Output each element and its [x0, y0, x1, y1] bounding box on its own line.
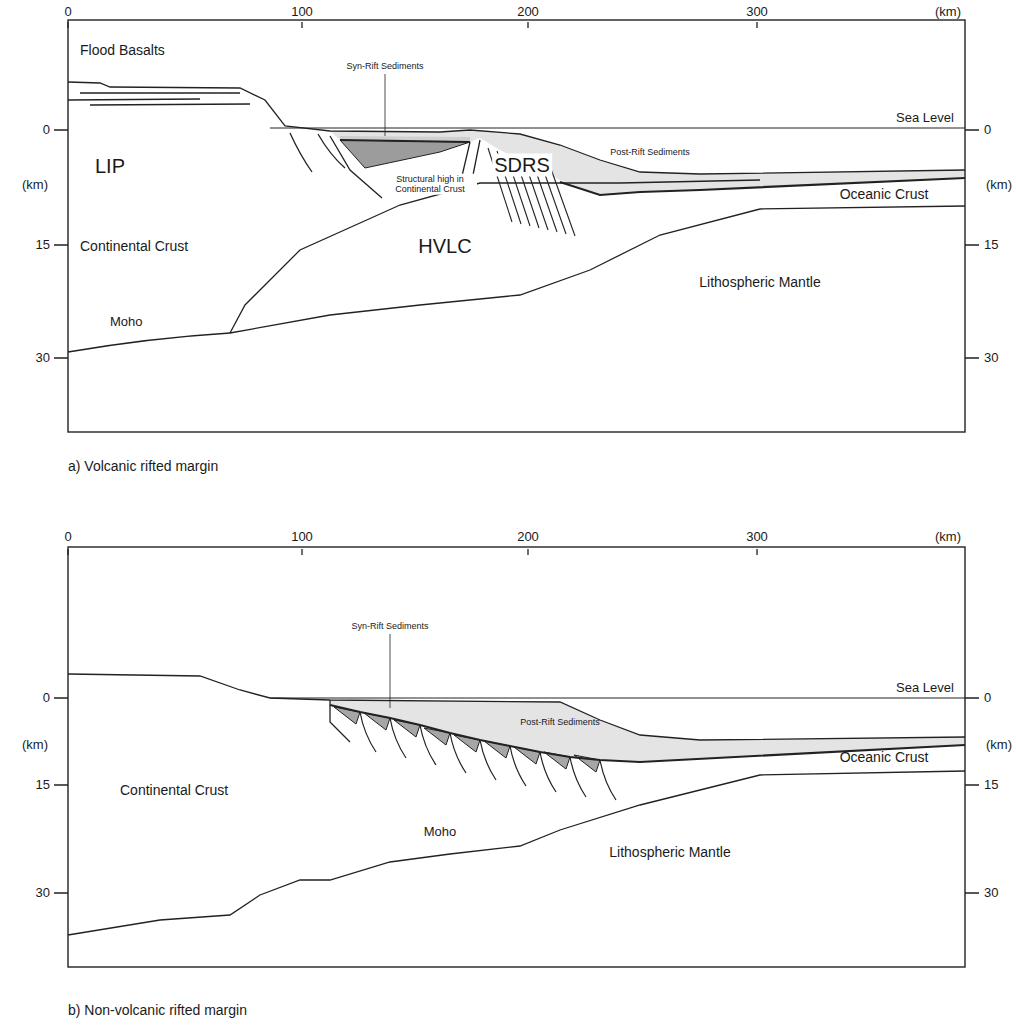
- axis-number: 30: [984, 351, 998, 366]
- region-label: HVLC: [418, 235, 471, 258]
- region-label: Syn-Rift Sediments: [351, 621, 428, 631]
- axis-number: 15: [36, 778, 50, 793]
- region-label: Continental Crust: [120, 782, 228, 798]
- non-volcanic-margin-section: [54, 547, 979, 967]
- axis-number: 0: [64, 5, 71, 20]
- volcanic-margin-section: [54, 20, 979, 432]
- axis-number: 300: [746, 530, 768, 545]
- axis-unit: (km): [986, 738, 1012, 753]
- axis-unit: (km): [22, 738, 48, 753]
- axis-number: 15: [984, 238, 998, 253]
- region-label: Lithospheric Mantle: [699, 274, 820, 290]
- axis-unit: (km): [935, 5, 961, 20]
- axis-number: 200: [517, 530, 539, 545]
- region-label: Flood Basalts: [80, 42, 165, 58]
- sea-level-label: Sea Level: [896, 111, 954, 126]
- axis-number: 30: [36, 886, 50, 901]
- axis-number: 15: [984, 778, 998, 793]
- axis-number: 300: [746, 5, 768, 20]
- region-label: Syn-Rift Sediments: [346, 61, 423, 71]
- region-label: Oceanic Crust: [840, 186, 929, 202]
- panel-caption: a) Volcanic rifted margin: [68, 458, 218, 474]
- axis-number: 100: [291, 530, 313, 545]
- axis-unit: (km): [935, 530, 961, 545]
- axis-number: 0: [984, 691, 991, 706]
- axis-number: 30: [36, 351, 50, 366]
- region-label: Post-Rift Sediments: [610, 147, 690, 157]
- axis-unit: (km): [22, 178, 48, 193]
- region-label: Structural high in Continental Crust: [383, 174, 477, 195]
- panel-caption: b) Non-volcanic rifted margin: [68, 1002, 247, 1018]
- axis-number: 15: [36, 238, 50, 253]
- region-label: LIP: [95, 155, 125, 178]
- axis-number: 0: [43, 123, 50, 138]
- moho-label: Moho: [110, 315, 143, 330]
- normal-fault: [600, 760, 616, 800]
- axis-number: 200: [517, 5, 539, 20]
- region-label: Oceanic Crust: [840, 749, 929, 765]
- region-label: SDRS: [492, 154, 552, 177]
- moho-label: Moho: [424, 825, 457, 840]
- region-label: Post-Rift Sediments: [520, 717, 600, 727]
- axis-number: 0: [43, 691, 50, 706]
- axis-number: 30: [984, 886, 998, 901]
- sea-level-label: Sea Level: [896, 681, 954, 696]
- axis-number: 0: [984, 123, 991, 138]
- region-label: Continental Crust: [80, 238, 188, 254]
- sdrs-reflector: [551, 169, 575, 236]
- axis-number: 100: [291, 5, 313, 20]
- region-label: Lithospheric Mantle: [609, 844, 730, 860]
- axis-number: 0: [64, 530, 71, 545]
- axis-unit: (km): [986, 178, 1012, 193]
